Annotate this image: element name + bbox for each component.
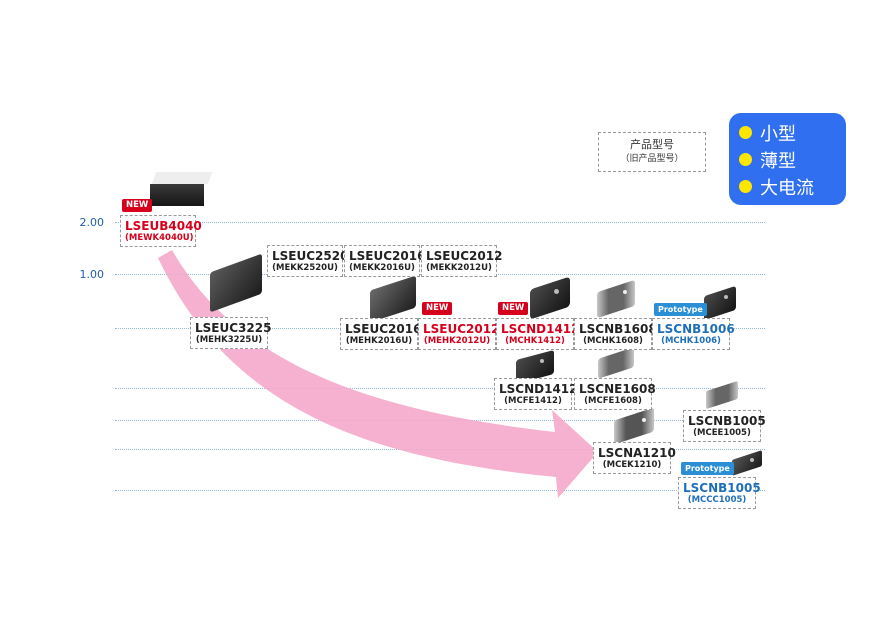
new-badge: NEW	[498, 302, 529, 315]
part-number: LSEUC2012	[426, 249, 503, 263]
new-badge: NEW	[422, 302, 453, 315]
part-number: LSEUC3225	[195, 321, 272, 335]
part-number: LSEUC2012	[423, 322, 500, 336]
old-part-number: (MCEK1210)	[602, 460, 662, 470]
part-number: LSCNE1608	[579, 382, 656, 396]
product-label: LSCNB1005 (MCEE1005)	[683, 410, 766, 442]
product-label: LSEUC2520 (MEKK2520U)	[267, 245, 349, 277]
old-part-number: (MCHK1608)	[583, 336, 643, 346]
part-number: LSEUC2016	[345, 322, 422, 336]
part-number: LSCNA1210	[598, 446, 676, 460]
feature-item: 薄型	[739, 146, 846, 173]
part-number: LSCND1412	[499, 382, 578, 396]
feature-item: 大电流	[739, 173, 846, 200]
gridline	[115, 222, 765, 223]
old-part-number: (MCCC1005)	[687, 495, 747, 505]
bullet-dot-icon	[739, 126, 752, 139]
product-label: LSCND1412 (MCHK1412)	[496, 318, 580, 350]
old-part-number: (MEHK3225U)	[195, 335, 263, 345]
prototype-badge: Prototype	[654, 303, 707, 316]
part-number: LSEUC2520	[272, 249, 349, 263]
part-number: LSCNB1005	[688, 414, 766, 428]
prototype-badge: Prototype	[681, 462, 734, 475]
y-tick-label: 1.00	[79, 268, 105, 281]
old-part-number: (MCHK1412)	[505, 336, 565, 346]
old-part-number: (MEHK2012U)	[423, 336, 491, 346]
product-label: LSCNB1005 (MCCC1005)	[678, 477, 761, 509]
product-label: LSEUC3225 (MEHK3225U)	[190, 317, 272, 349]
old-part-number: (MEKK2520U)	[272, 263, 338, 273]
product-label: LSCNB1608 (MCHK1608)	[574, 318, 657, 350]
old-part-number: (MEWK4040U)	[125, 233, 194, 243]
bullet-dot-icon	[739, 180, 752, 193]
product-label: LSEUC2016 (MEKK2016U)	[344, 245, 426, 277]
product-label: LSCND1412 (MCFE1412)	[494, 378, 578, 410]
product-label: LSCNA1210 (MCEK1210)	[593, 442, 676, 474]
old-part-number: (MCFE1608)	[584, 396, 642, 406]
old-part-number: (MEKK2016U)	[349, 263, 415, 273]
product-label: LSEUC2012 (MEKK2012U)	[421, 245, 503, 277]
part-number: LSCNB1005	[683, 481, 761, 495]
product-label: LSEUB4040 (MEWK4040U)	[120, 215, 202, 247]
feature-list: 小型 薄型 大电流	[729, 113, 846, 205]
legend-part-number: 产品型号	[630, 138, 674, 151]
gridline	[115, 388, 765, 389]
old-part-number: (MCEE1005)	[693, 428, 751, 438]
product-label: LSCNE1608 (MCFE1608)	[574, 378, 656, 410]
part-number: LSEUB4040	[125, 219, 202, 233]
feature-item: 小型	[739, 119, 846, 146]
gridline	[115, 490, 765, 491]
part-number: LSCNB1006	[657, 322, 735, 336]
part-number: LSCNB1608	[579, 322, 657, 336]
old-part-number: (MCFE1412)	[504, 396, 562, 406]
part-number: LSCND1412	[501, 322, 580, 336]
y-tick-label: 2.00	[79, 216, 105, 229]
part-number: LSEUC2016	[349, 249, 426, 263]
feature-label: 小型	[760, 123, 796, 145]
old-part-number: (MCHK1006)	[661, 336, 721, 346]
legend-old-part-number: （旧产品型号）	[620, 154, 684, 164]
product-label: LSCNB1006 (MCHK1006)	[652, 318, 735, 350]
new-badge: NEW	[122, 199, 153, 212]
feature-label: 薄型	[760, 150, 796, 172]
feature-label: 大电流	[760, 177, 814, 199]
product-label: LSEUC2012 (MEHK2012U)	[418, 318, 500, 350]
old-part-number: (MEKK2012U)	[426, 263, 492, 273]
label-legend: 产品型号 （旧产品型号）	[598, 132, 706, 172]
old-part-number: (MEHK2016U)	[345, 336, 413, 346]
product-label: LSEUC2016 (MEHK2016U)	[340, 318, 422, 350]
bullet-dot-icon	[739, 153, 752, 166]
